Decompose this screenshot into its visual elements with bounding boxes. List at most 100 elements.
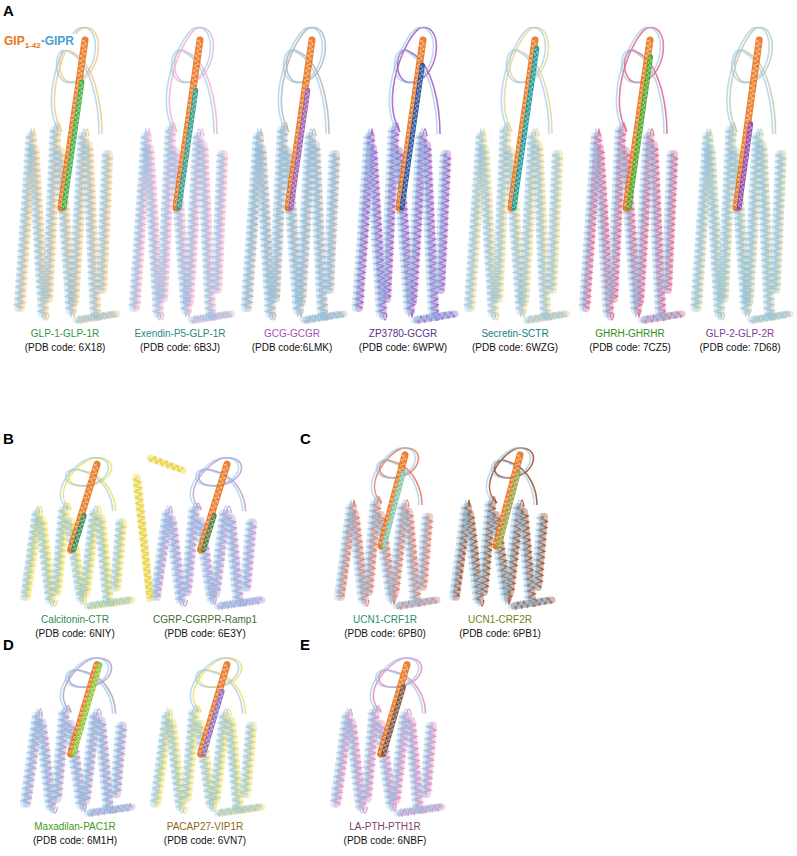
peptide-ribbon: [63, 82, 83, 208]
loop: [185, 311, 187, 317]
loop: [297, 311, 299, 317]
peptide-ribbon: [199, 464, 228, 550]
peptide-ribbon: [400, 65, 423, 208]
helix-ribbon: [134, 478, 153, 598]
helix-ribbon: [76, 312, 114, 323]
loop: [390, 598, 392, 604]
peptide-ribbon: [512, 48, 538, 207]
peptide-ribbon: [384, 687, 404, 754]
helix-ribbon: [87, 597, 129, 608]
loop: [390, 805, 393, 811]
loop: [368, 129, 370, 136]
helix-ribbon: [346, 722, 362, 807]
peptide-ribbon: [383, 473, 404, 546]
helix-ribbon: [36, 722, 52, 807]
loop: [210, 598, 213, 604]
ecd-strand: [732, 50, 749, 82]
loop: [414, 600, 420, 606]
loop: [179, 600, 184, 606]
loop: [82, 129, 86, 136]
helix-ribbon: [241, 725, 253, 794]
helix-ribbon: [349, 514, 365, 601]
helix-ribbon: [225, 721, 239, 808]
loop: [179, 807, 184, 813]
receptor-structure: [130, 28, 232, 323]
helix-ribbon: [405, 721, 419, 808]
pdb-code: (PDB code: 6PB1): [459, 628, 541, 640]
loop: [36, 506, 39, 513]
helix-ribbon: [648, 145, 662, 314]
helix-ribbon: [547, 154, 559, 290]
peptide-ribbon: [59, 40, 86, 208]
peptide-ribbon: [202, 516, 215, 550]
ecd-strand: [377, 460, 395, 478]
peptide-ribbon: [73, 665, 101, 755]
pdb-code: (PDB code: 6E3Y): [164, 628, 246, 640]
ecd-strand: [172, 50, 190, 82]
loop: [420, 129, 424, 136]
loop: [529, 600, 535, 606]
helix-ribbon: [166, 519, 182, 600]
loop: [107, 807, 114, 813]
pdb-code: (PDB code: 6PB0): [344, 628, 426, 640]
loop: [520, 311, 522, 317]
helix-ribbon: [397, 804, 439, 815]
helix-ribbon: [414, 312, 452, 323]
helix-ribbon: [212, 154, 224, 290]
helix-ribbon: [151, 716, 169, 804]
receptor-structure: [580, 28, 682, 323]
ecd-strand: [196, 469, 215, 486]
helix-ribbon: [303, 312, 341, 323]
helix-ribbon: [403, 512, 418, 600]
receptor-structure: [451, 448, 552, 609]
peptide-ribbon: [734, 40, 761, 208]
helix-ribbon: [324, 154, 336, 290]
complex-caption: CGRP-CGRPR-Ramp1: [153, 614, 257, 626]
loop: [269, 314, 273, 320]
complex-caption: Exendin-P5-GLP-1R: [134, 328, 225, 340]
loop: [166, 506, 169, 513]
helix-ribbon: [771, 154, 783, 290]
peptide-helix: [384, 687, 404, 754]
peptide-ribbon: [379, 665, 408, 755]
ecd-strand: [66, 670, 85, 687]
loop: [209, 314, 215, 320]
loop: [237, 807, 244, 813]
loop: [492, 314, 496, 320]
complex-caption: GCG-GCGR: [264, 328, 320, 340]
pdb-code: (PDB code: 7D68): [699, 342, 780, 354]
receptor-structure: [331, 658, 442, 816]
receptor-structure: [465, 28, 567, 323]
reference-label: GIP1-42-GIPR: [2, 34, 76, 50]
receptor-structure: [22, 458, 132, 609]
peptide-ribbon: [69, 464, 98, 550]
helix-ribbon: [421, 145, 435, 314]
helix-ribbon: [464, 514, 480, 601]
loop: [70, 311, 72, 317]
pdb-code: (PDB code: 6B3J): [140, 342, 220, 354]
complex-caption: GHRH-GHRHR: [595, 328, 664, 340]
loop: [107, 600, 114, 606]
loop: [402, 500, 406, 507]
loop: [80, 598, 83, 604]
helix-ribbon: [533, 145, 547, 314]
helix-ribbon: [662, 154, 674, 290]
helix-ribbon: [396, 598, 434, 609]
loop: [223, 506, 228, 513]
ecd-strand: [196, 670, 215, 687]
helix-ribbon: [111, 725, 123, 794]
loop: [745, 311, 746, 317]
loop: [197, 129, 201, 136]
complex-caption: PACAP27-VIP1R: [167, 821, 244, 833]
reference-label-part: -GIPR: [41, 34, 74, 48]
ecd-strand: [57, 50, 75, 82]
loop: [768, 314, 773, 320]
peptide-ribbon: [72, 516, 85, 550]
loop: [80, 805, 83, 811]
loop: [408, 311, 410, 317]
peptide-helix: [71, 665, 97, 755]
peptide-ribbon: [397, 40, 424, 208]
complex-caption: UCN1-CRF2R: [468, 614, 532, 626]
helix-ribbon: [182, 510, 196, 593]
helix-ribbon: [532, 517, 544, 588]
